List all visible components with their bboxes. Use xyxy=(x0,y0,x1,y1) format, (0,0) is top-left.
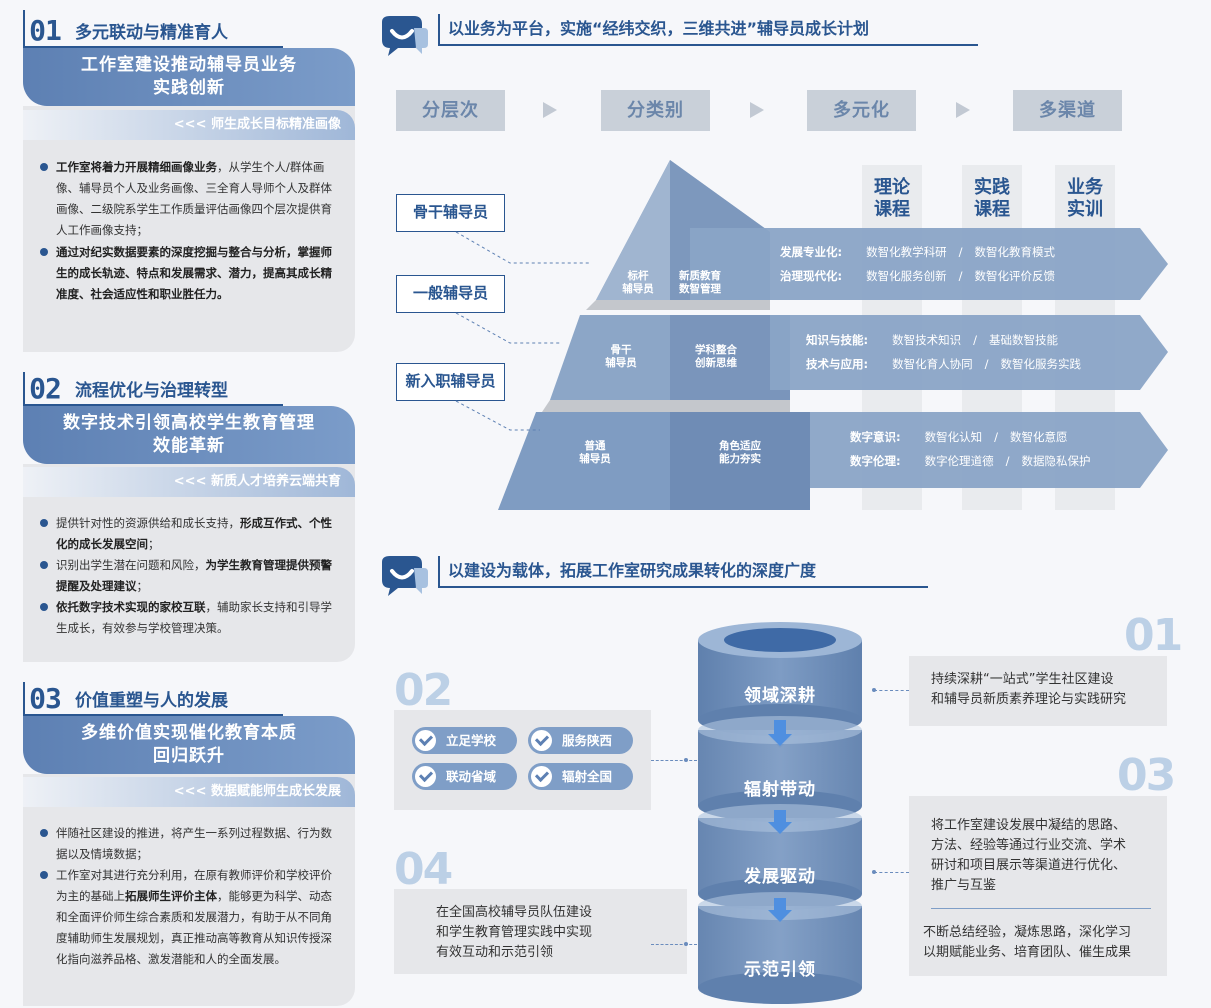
connector-line xyxy=(651,760,697,761)
section-strip: <<< 新质人才培养云端共育 xyxy=(23,467,355,497)
bottom-section-title: 以建设为载体，拓展工作室研究成果转化的深度广度 xyxy=(438,556,928,588)
connector-dot xyxy=(684,942,688,946)
step-box: 分层次 xyxy=(396,90,505,131)
check-icon xyxy=(415,730,436,751)
info-box-02 xyxy=(394,710,651,810)
pyramid-label: 新质教育数智管理 xyxy=(679,270,721,295)
section-card xyxy=(23,106,355,352)
list-item: 伴随社区建设的推进，将产生一系列过程数据、行为数据以及情境数据； xyxy=(38,823,343,865)
number-03: 03 xyxy=(1117,750,1176,801)
banner-line: 数字技术引领高校学生教育管理 xyxy=(63,413,315,433)
pill-tag: 联动省域 xyxy=(412,763,517,790)
pyramid-diagram xyxy=(498,160,1168,510)
section-card xyxy=(23,774,355,1006)
connector-dot xyxy=(872,688,876,692)
column-header: 实践课程 xyxy=(974,177,1010,220)
pyramid-label: 标杆辅导员 xyxy=(622,270,654,295)
band-row: 技术与应用:数智化育人协同/数智化服务实践 xyxy=(806,357,1081,371)
role-box: 骨干辅导员 xyxy=(396,194,505,232)
number-01: 01 xyxy=(1124,610,1183,661)
step-box: 多元化 xyxy=(807,90,916,131)
banner-line: 工作室建设推动辅导员业务 xyxy=(81,55,297,75)
chat-bubble-icon xyxy=(382,556,428,596)
band-row: 发展专业化:数智化教学科研/数智化教育模式 xyxy=(780,245,1055,259)
section-number: 02 xyxy=(29,371,62,405)
band-row: 数字伦理:数字伦理道德/数据隐私保护 xyxy=(850,454,1091,468)
list-item: 工作室将着力开展精细画像业务，从学生个人/群体画像、辅导员个人及业务画像、三全育… xyxy=(38,157,343,241)
band-row: 治理现代化:数智化服务创新/数智化评价反馈 xyxy=(780,269,1055,283)
section-01: 01 多元联动与精准育人 工作室建设推动辅导员业务 实践创新 <<< 师生成长目… xyxy=(23,0,355,352)
section-banner: 多维价值实现催化教育本质 回归跃升 xyxy=(23,716,355,774)
info-box-04: 在全国高校辅导员队伍建设和学生教育管理实践中实现有效互动和示范引领 xyxy=(394,889,687,974)
section-title: 价值重塑与人的发展 xyxy=(75,690,228,711)
pill-tag: 辐射全国 xyxy=(528,763,633,790)
section-card xyxy=(23,464,355,662)
column-header: 业务实训 xyxy=(1067,177,1103,220)
section-banner: 数字技术引领高校学生教育管理 效能革新 xyxy=(23,406,355,464)
section-number: 03 xyxy=(29,681,62,715)
list-item: 通过对纪实数据要素的深度挖掘与整合与分析，掌握师生的成长轨迹、特点和发展需求、潜… xyxy=(38,242,343,305)
banner-line: 实践创新 xyxy=(153,78,225,98)
connector-lines xyxy=(455,231,590,431)
section-02: 02 流程优化与治理转型 数字技术引领高校学生教育管理 效能革新 <<< 新质人… xyxy=(23,368,355,662)
band-row: 知识与技能:数智技术知识/基础数智技能 xyxy=(806,333,1058,347)
band-row: 数字意识:数智化认知/数智化意愿 xyxy=(850,430,1068,444)
bullet-list: 工作室将着力开展精细画像业务，从学生个人/群体画像、辅导员个人及业务画像、三全育… xyxy=(38,157,343,305)
section-01-header: 01 多元联动与精准育人 xyxy=(23,13,228,47)
section-03-header: 03 价值重塑与人的发展 xyxy=(23,681,228,715)
check-icon xyxy=(531,730,552,751)
banner-line: 多维价值实现催化教育本质 xyxy=(81,723,297,743)
check-icon xyxy=(415,766,436,787)
pill-tag: 立足学校 xyxy=(412,727,517,754)
info-box-01: 持续深耕“一站式”学生社区建设和辅导员新质素养理论与实践研究 xyxy=(909,656,1167,726)
pyramid-label: 普通辅导员 xyxy=(579,440,611,465)
role-box: 新入职辅导员 xyxy=(396,363,505,401)
pyramid-label: 骨干辅导员 xyxy=(605,344,637,369)
section-03: 03 价值重塑与人的发展 多维价值实现催化教育本质 回归跃升 <<< 数据赋能师… xyxy=(23,680,355,1006)
arrow-right-icon xyxy=(750,102,764,118)
bullet-list: 提供针对性的资源供给和成长支持，形成互作式、个性化的成长发展空间； 识别出学生潜… xyxy=(38,513,343,639)
list-item: 依托数字技术实现的家校互联，辅助家长支持和引导学生成长，有效参与学校管理决策。 xyxy=(38,597,343,639)
section-number: 01 xyxy=(29,13,62,47)
connector-dot xyxy=(684,758,688,762)
connector-line xyxy=(874,690,909,691)
connector-line xyxy=(651,944,697,945)
section-strip: <<< 师生成长目标精准画像 xyxy=(23,110,355,140)
cylinder-label: 发展驱动 xyxy=(744,867,816,887)
pill-tag: 服务陕西 xyxy=(528,727,633,754)
info-box-03: 将工作室建设发展中凝结的思路、方法、经验等通过行业交流、学术研讨和项目展示等渠道… xyxy=(909,796,1167,976)
section-02-header: 02 流程优化与治理转型 xyxy=(23,371,228,405)
check-icon xyxy=(531,766,552,787)
chat-bubble-icon xyxy=(382,16,428,56)
section-title: 流程优化与治理转型 xyxy=(75,380,228,401)
number-04: 04 xyxy=(394,844,453,895)
section-title: 多元联动与精准育人 xyxy=(75,22,228,43)
cylinder-stack xyxy=(698,622,862,1004)
cylinder-label: 辐射带动 xyxy=(744,780,816,800)
step-box: 分类别 xyxy=(601,90,710,131)
column-header: 理论课程 xyxy=(874,177,910,220)
arrow-right-icon xyxy=(956,102,970,118)
pyramid-label: 学科整合创新思维 xyxy=(695,344,737,369)
banner-line: 回归跃升 xyxy=(153,746,225,766)
cylinder-label: 示范引领 xyxy=(744,960,816,980)
list-item: 工作室对其进行充分利用，在原有教师评价和学校评价为主的基础上拓展师生评价主体，能… xyxy=(38,865,343,970)
connector-dot xyxy=(872,870,876,874)
cylinder-label: 领域深耕 xyxy=(744,686,816,706)
role-box: 一般辅导员 xyxy=(396,275,505,313)
number-02: 02 xyxy=(394,665,453,716)
arrow-right-icon xyxy=(543,102,557,118)
section-strip: <<< 数据赋能师生成长发展 xyxy=(23,777,355,807)
connector-line xyxy=(874,872,909,873)
section-banner: 工作室建设推动辅导员业务 实践创新 xyxy=(23,48,355,106)
step-box: 多渠道 xyxy=(1013,90,1122,131)
list-item: 提供针对性的资源供给和成长支持，形成互作式、个性化的成长发展空间； xyxy=(38,513,343,555)
banner-line: 效能革新 xyxy=(153,436,225,456)
pyramid-label: 角色适应能力夯实 xyxy=(719,440,761,465)
top-section-title: 以业务为平台，实施“经纬交织，三维共进”辅导员成长计划 xyxy=(438,14,978,46)
list-item: 识别出学生潜在问题和风险，为学生教育管理提供预警提醒及处理建议； xyxy=(38,555,343,597)
bullet-list: 伴随社区建设的推进，将产生一系列过程数据、行为数据以及情境数据； 工作室对其进行… xyxy=(38,823,343,970)
